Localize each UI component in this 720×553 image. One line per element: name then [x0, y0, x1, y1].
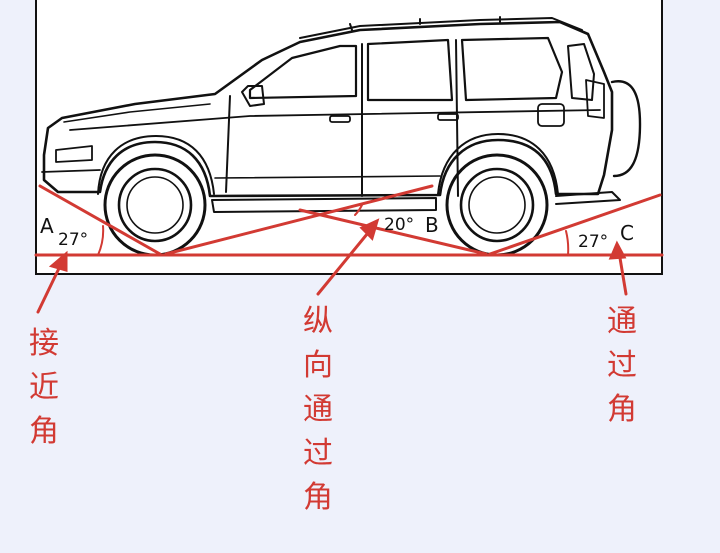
front-bumper — [41, 169, 101, 173]
departure-angle-label: 通过角 — [607, 304, 637, 427]
approach-angle-label: 接近角 — [29, 326, 59, 449]
departure-angle-line — [488, 193, 662, 256]
rear-door-window — [460, 36, 564, 102]
door-handle-front — [329, 115, 351, 123]
departure-angle-arc — [565, 230, 570, 256]
door-handle-rear — [437, 113, 459, 121]
front-door-window — [366, 38, 454, 102]
spare-tire — [610, 80, 642, 178]
approach-arrow — [36, 260, 64, 314]
approach-angle-line — [38, 184, 162, 256]
breakover-angle-arc — [354, 204, 363, 216]
breakover-line-front — [164, 184, 434, 256]
departure-angle-value: 27° — [578, 232, 608, 252]
body-side-line — [69, 109, 601, 131]
roof-rack — [299, 17, 583, 39]
breakover-line-rear — [298, 208, 488, 256]
approach-angle-value: 27° — [58, 230, 88, 250]
diagram-frame — [35, 0, 663, 275]
approach-angle-arc — [97, 225, 105, 256]
rear-quarter-window — [567, 43, 595, 101]
rear-wheel-arch — [437, 133, 559, 195]
breakover-angle-value: 20° — [384, 215, 414, 235]
breakover-angle-label: 纵向通过角 — [303, 304, 333, 515]
windshield-window — [248, 44, 358, 100]
point-c-label: C — [620, 221, 634, 245]
front-wheel-arch — [97, 135, 215, 195]
breakover-arrow — [316, 226, 374, 296]
suv-body-outline — [42, 20, 614, 198]
fuel-door — [537, 103, 565, 127]
side-mirror — [241, 85, 265, 107]
rear-light — [585, 79, 605, 119]
point-a-label: A — [40, 214, 54, 238]
departure-arrow — [617, 250, 628, 296]
suv-drawing — [41, 16, 642, 213]
running-board — [211, 197, 437, 213]
headlight — [55, 145, 93, 163]
point-b-label: B — [425, 213, 439, 237]
arrows — [36, 218, 628, 314]
